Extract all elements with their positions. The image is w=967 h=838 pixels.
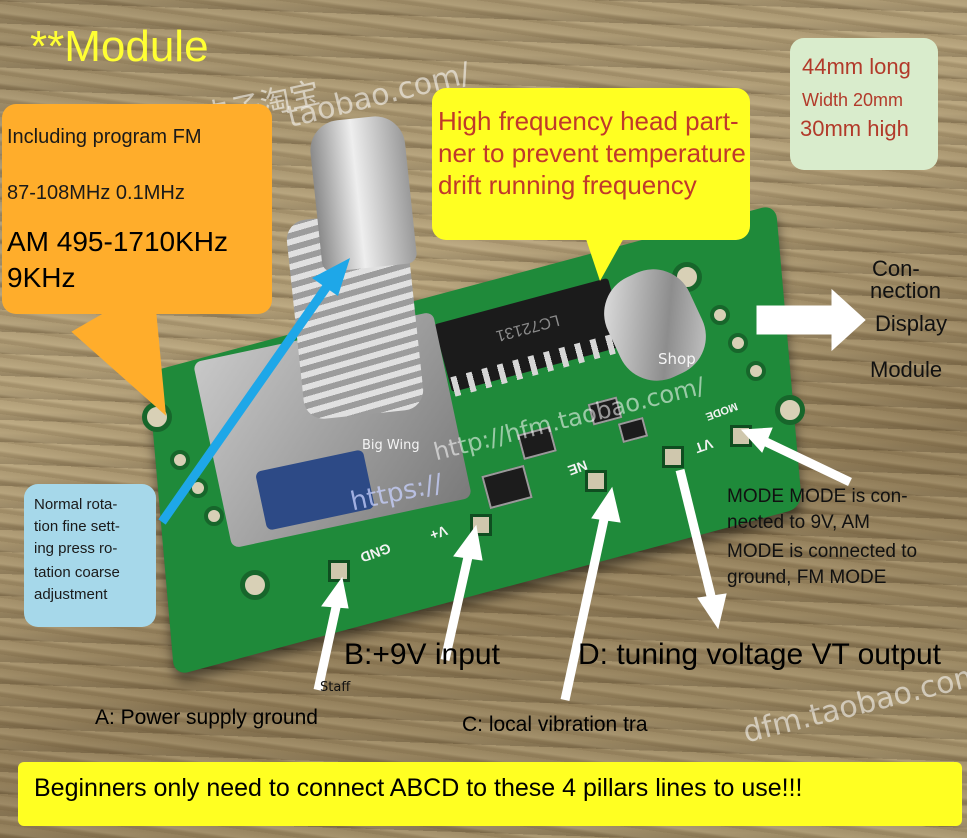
display-header-hole [170, 450, 190, 470]
rotation-callout: Normal rota- tion fine sett- ing press r… [24, 484, 156, 627]
callout-text: High frequency head part- [438, 106, 739, 136]
watermark-big-wing: Big Wing [362, 438, 420, 453]
watermark-staff: Staff [320, 680, 351, 695]
connection-label: nection [870, 278, 941, 303]
display-header-hole [710, 305, 730, 325]
callout-text: Width 20mm [802, 90, 904, 110]
pad-vt [662, 446, 684, 468]
callout-text: Normal rota- [34, 496, 118, 513]
callout-text: ing press ro- [34, 540, 118, 557]
display-header-hole [728, 333, 748, 353]
connection-label: Con- [872, 256, 920, 281]
callout-text: tation coarse [34, 564, 120, 581]
callout-text: drift running frequency [438, 170, 697, 200]
callout-text: AM 495-1710KHz [7, 226, 229, 257]
arrow-white-icon [313, 288, 866, 701]
mount-hole [775, 395, 805, 425]
mode-note: MODE MODE is con- [727, 486, 908, 507]
display-header-hole [204, 506, 224, 526]
callout-text: ner to prevent temperature [438, 138, 746, 168]
callout-text: 44mm long [802, 54, 911, 79]
display-header-hole [746, 361, 766, 381]
callout-text: 9KHz [7, 262, 76, 293]
callout-text: adjustment [34, 586, 108, 603]
pin-label-a: A: Power supply ground [95, 706, 318, 729]
mount-hole [142, 402, 172, 432]
arrow-blue-icon [158, 258, 350, 525]
frequency-range-callout: Including program FM 87-108MHz 0.1MHz AM… [2, 104, 272, 314]
mode-note: nected to 9V, AM [727, 512, 870, 533]
watermark-shop: Shop [658, 350, 696, 368]
mount-hole [240, 570, 270, 600]
dimensions-callout: 44mm long Width 20mm 30mm high [790, 38, 938, 170]
callout-tail [585, 236, 625, 281]
pad-ne [585, 470, 607, 492]
banner-text: Beginners only need to connect ABCD to t… [34, 774, 803, 802]
crystal-callout: High frequency head part- ner to prevent… [432, 88, 750, 240]
page-title: **Module [30, 22, 209, 71]
callout-text: tion fine sett- [34, 518, 120, 535]
callout-text: 30mm high [800, 116, 909, 141]
connection-label: Module [870, 357, 943, 382]
callout-text: Including program FM [7, 126, 202, 148]
mode-note: ground, FM MODE [727, 567, 887, 588]
connection-label: Display [875, 311, 948, 336]
mode-note: MODE is connected to [727, 541, 918, 562]
pin-label-c: C: local vibration tra [462, 713, 648, 736]
pin-label-d: D: tuning voltage VT output [578, 638, 942, 671]
pad-gnd [328, 560, 350, 582]
callout-text: 87-108MHz 0.1MHz [7, 182, 185, 204]
pin-label-b: B:+9V input [344, 638, 500, 671]
bottom-banner: Beginners only need to connect ABCD to t… [18, 762, 962, 826]
